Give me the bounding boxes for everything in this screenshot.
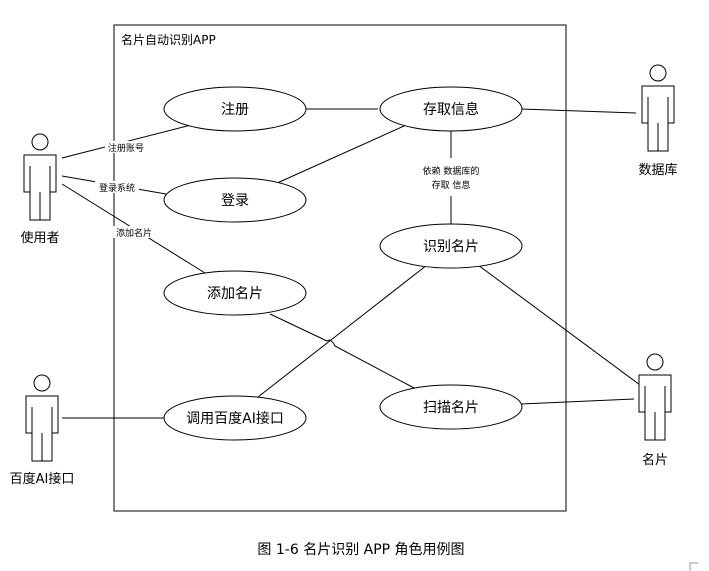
svg-text:添加名片: 添加名片 bbox=[116, 227, 152, 239]
system-boundary bbox=[113, 24, 567, 512]
actor-user[interactable]: 使用者 bbox=[20, 133, 60, 246]
corner-mark bbox=[689, 562, 698, 571]
usecase-recognize-label: 识别名片 bbox=[423, 239, 479, 255]
usecase-call-ai-label: 调用百度AI接口 bbox=[186, 410, 284, 427]
figure-caption: 图 1-6 名片识别 APP 角色用例图 bbox=[257, 541, 464, 558]
actor-database-label: 数据库 bbox=[638, 162, 677, 178]
actor-user-icon bbox=[23, 133, 57, 221]
usecase-login[interactable]: 登录 bbox=[163, 177, 307, 223]
svg-text:注册账号: 注册账号 bbox=[108, 142, 144, 154]
edge-label-register-account: 注册账号 bbox=[105, 141, 147, 154]
actor-database[interactable]: 数据库 bbox=[638, 64, 678, 178]
usecase-store-info-label: 存取信息 bbox=[423, 101, 479, 118]
usecase-register[interactable]: 注册 bbox=[163, 86, 307, 132]
associations bbox=[61, 108, 641, 419]
edge-callai-recognize bbox=[257, 264, 428, 398]
usecase-scan-label: 扫描名片 bbox=[423, 400, 479, 416]
edge-label-depend-db: 依赖 数据库的 存取 信息 bbox=[418, 163, 484, 192]
system-title: 名片自动识别APP bbox=[121, 32, 216, 47]
usecase-recognize[interactable]: 识别名片 bbox=[379, 223, 523, 269]
actor-database-icon bbox=[641, 64, 675, 152]
svg-text:依赖 数据库的: 依赖 数据库的 bbox=[423, 165, 480, 177]
edge-recognize-card bbox=[477, 264, 641, 386]
edge-addcard-scan bbox=[269, 313, 417, 390]
usecase-scan[interactable]: 扫描名片 bbox=[379, 384, 523, 430]
actor-card[interactable]: 名片 bbox=[638, 353, 672, 468]
usecase-login-label: 登录 bbox=[221, 193, 249, 209]
usecase-add-card[interactable]: 添加名片 bbox=[163, 270, 307, 316]
edge-label-add-card: 添加名片 bbox=[113, 226, 155, 239]
actor-baidu-ai[interactable]: 百度AI接口 bbox=[10, 374, 75, 487]
edge-scan-card bbox=[520, 398, 635, 405]
actor-card-label: 名片 bbox=[642, 452, 668, 468]
edge-login-store bbox=[274, 125, 405, 185]
actor-user-label: 使用者 bbox=[20, 230, 59, 246]
actor-baidu-ai-label: 百度AI接口 bbox=[10, 471, 75, 487]
usecase-register-label: 注册 bbox=[221, 102, 249, 118]
svg-text:存取 信息: 存取 信息 bbox=[432, 179, 471, 191]
actor-card-icon bbox=[638, 353, 672, 441]
edge-store-database bbox=[520, 108, 637, 114]
edge-label-login-system: 登录系统 bbox=[95, 181, 139, 194]
usecase-call-ai[interactable]: 调用百度AI接口 bbox=[163, 395, 307, 441]
usecase-store-info[interactable]: 存取信息 bbox=[379, 86, 523, 132]
usecase-add-card-label: 添加名片 bbox=[207, 286, 263, 302]
svg-text:登录系统: 登录系统 bbox=[99, 182, 135, 194]
actor-baidu-ai-icon bbox=[25, 374, 59, 462]
